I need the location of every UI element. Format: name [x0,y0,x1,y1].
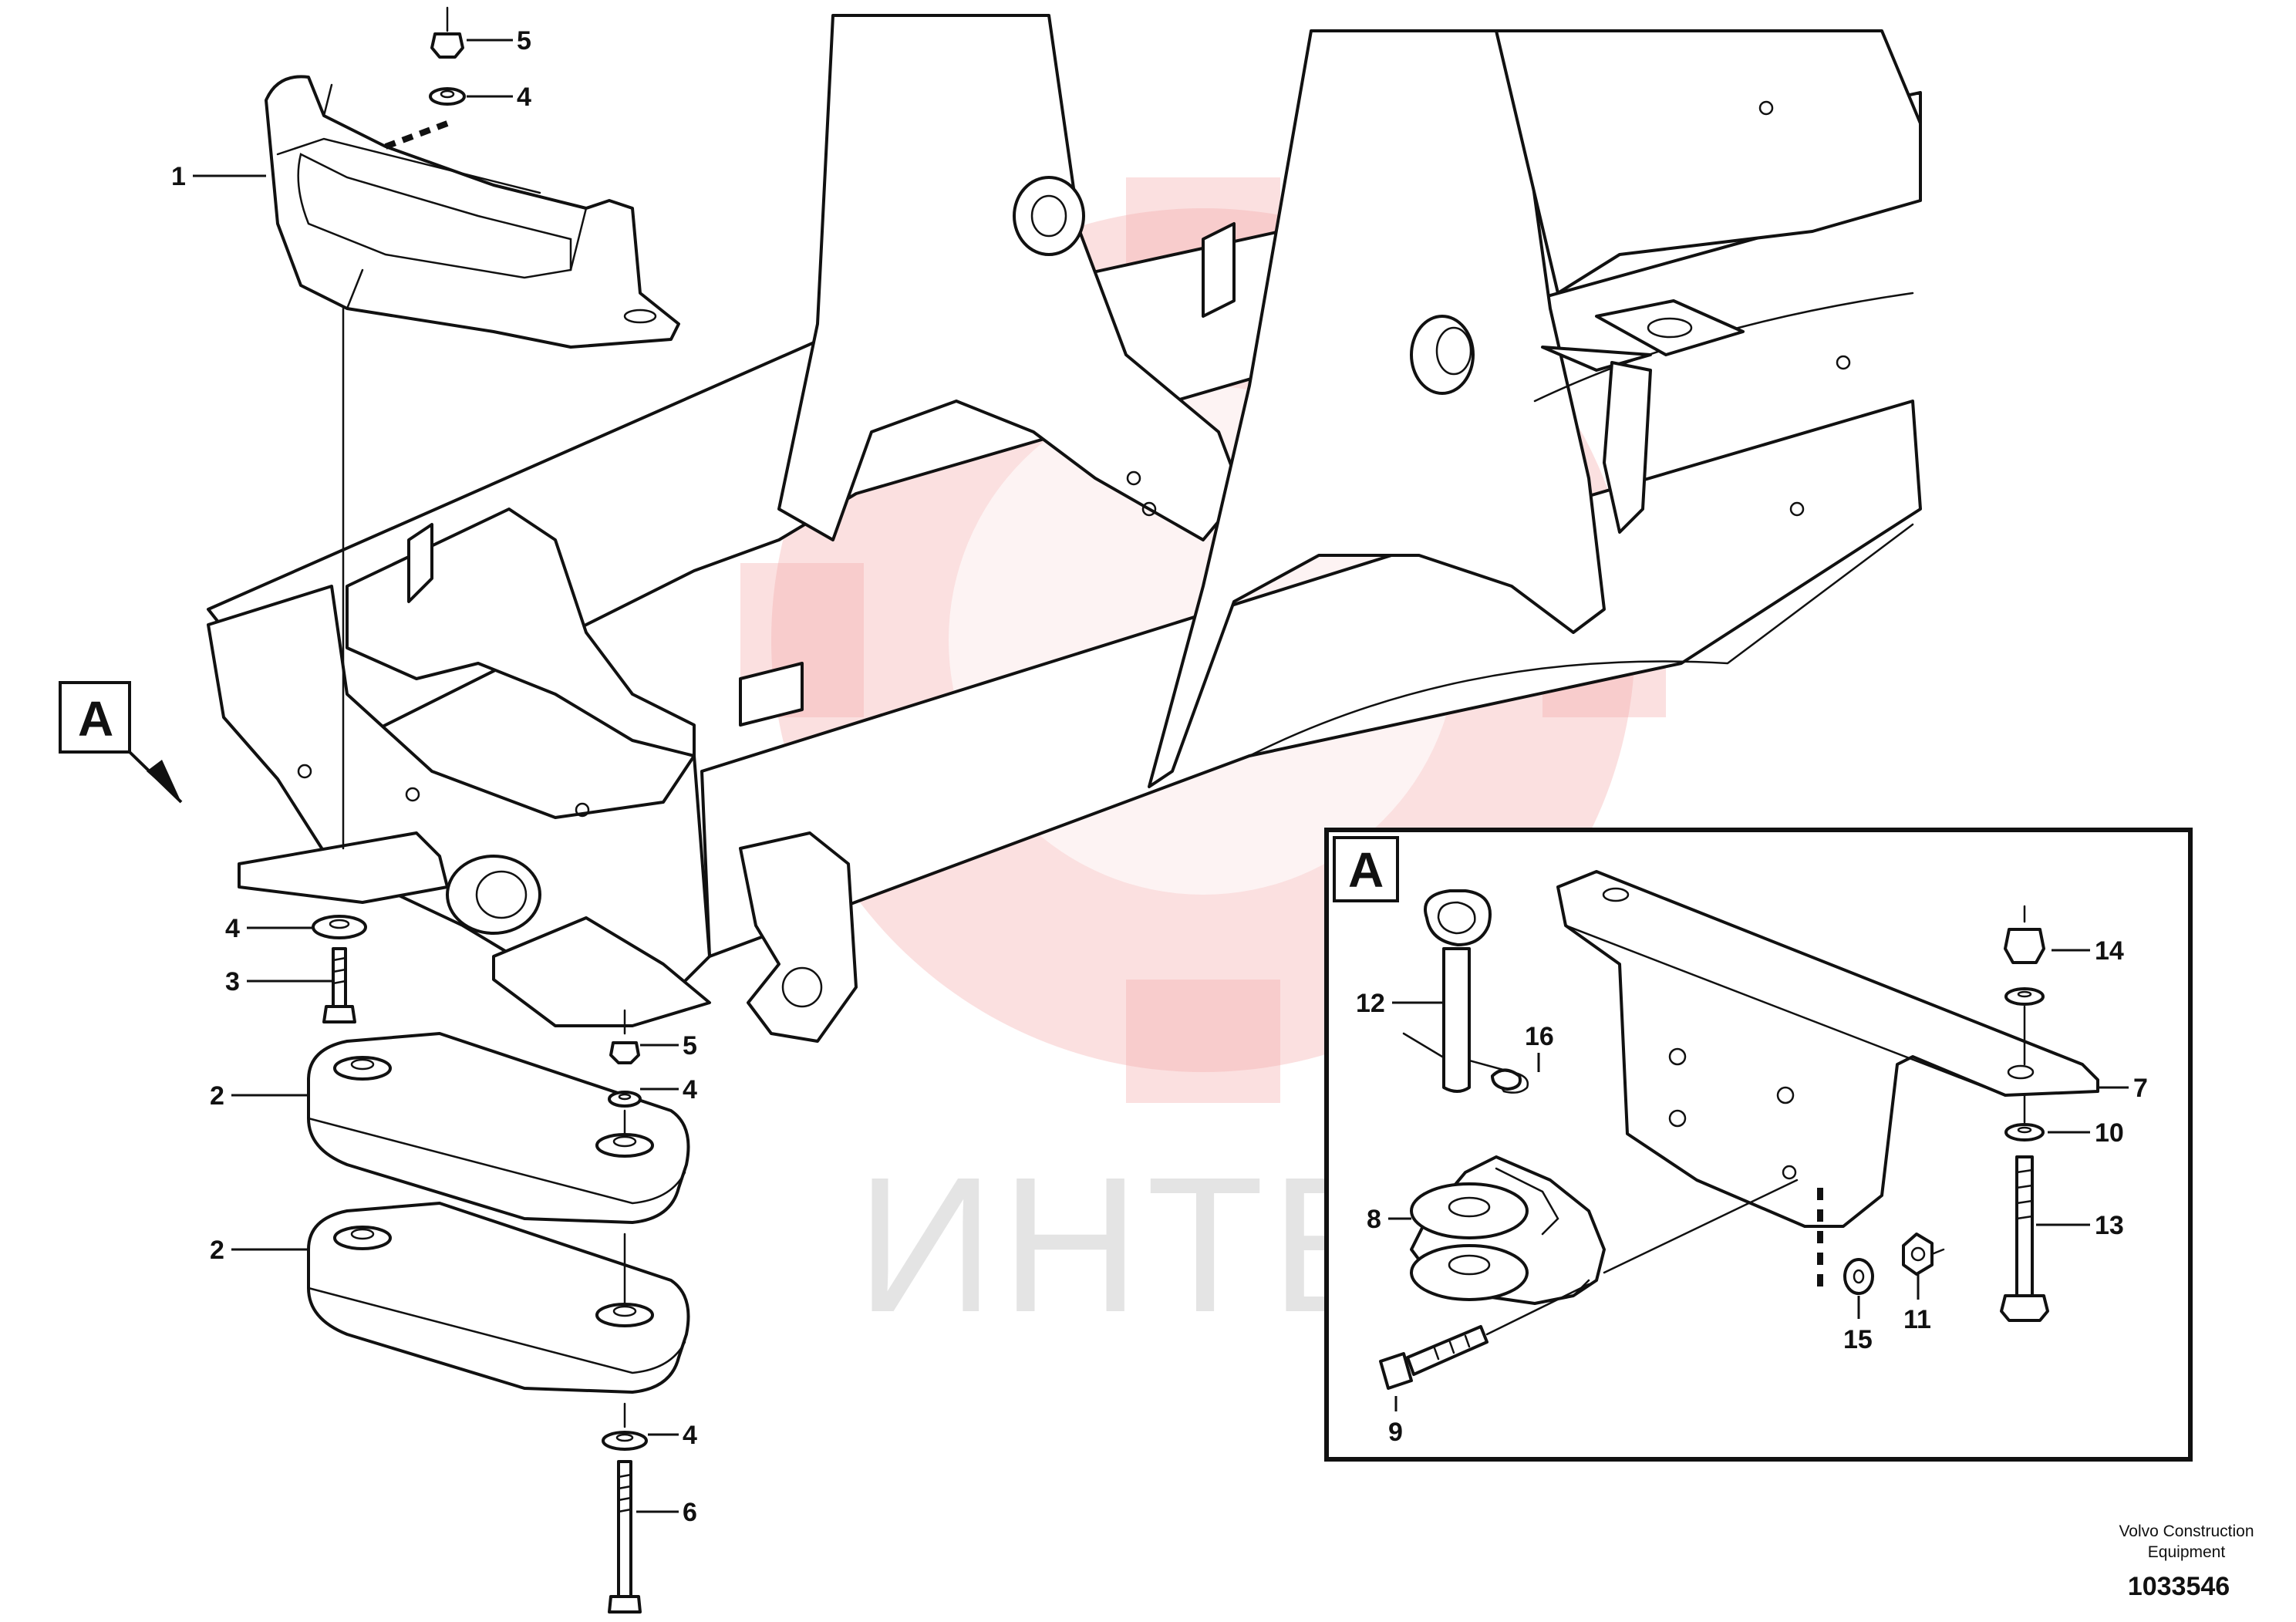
callout-leaders-main [193,39,679,1513]
part-13-flange-bolt [2000,1155,2049,1322]
fastener-stack-top [384,6,466,150]
view-marker-letter: A [78,691,113,747]
callout-1: 1 [171,162,186,191]
fastener-stack-center [608,1009,642,1305]
part-9-bolt [1379,1179,1799,1390]
callout-4-top: 4 [517,83,531,112]
part-12-hitch-pin [1402,889,1492,1093]
callout-4-center: 4 [683,1075,697,1104]
part-7-mounting-bracket [1556,870,2099,1228]
part-2-counterweight-block-lower [307,1202,690,1394]
callout-leaders-detail [1388,949,2129,1411]
callout-2-lower: 2 [210,1236,224,1265]
fastener-stack-bottom [602,1402,648,1614]
callout-9: 9 [1388,1418,1403,1447]
part-10-washer [2004,1094,2045,1141]
callout-7: 7 [2133,1074,2148,1103]
callout-13: 13 [2095,1211,2124,1240]
frame-bolt-holes [297,100,1851,818]
drawing-number: 1033546 [2128,1572,2230,1601]
fastener-stack-lower-left [312,915,367,1023]
callout-numbers-detail: 12 16 14 7 10 13 8 9 15 11 [1356,936,2148,1447]
callout-15: 15 [1843,1325,1873,1354]
callout-2-upper: 2 [210,1081,224,1111]
callout-10: 10 [2095,1118,2124,1148]
callout-5-center: 5 [683,1031,697,1061]
part-14-lock-nut [2004,905,2045,1066]
callout-14: 14 [2095,936,2124,966]
part-8-towing-coupling [1410,1155,1606,1305]
callout-8: 8 [1367,1205,1381,1234]
callout-4-bottom: 4 [683,1421,697,1450]
part-11-nut [1902,1233,1945,1276]
view-marker-a: A [59,681,183,804]
callout-12: 12 [1356,989,1385,1018]
main-frame-assembly [207,14,1922,1043]
detail-view-a: A [1324,828,2193,1462]
callout-16: 16 [1525,1022,1554,1051]
part-15-washer [1843,1258,1874,1295]
part-16-lock-clip [1468,1059,1529,1094]
footer-block: Volvo Construction Equipment 1033546 [2119,1523,2254,1601]
callout-6: 6 [683,1498,697,1527]
callout-5-top: 5 [517,26,531,56]
part-1-counterweight-cover [265,75,680,349]
brand-line-1: Volvo Construction [2119,1523,2254,1540]
callout-11: 11 [1903,1305,1931,1334]
callout-3: 3 [225,967,240,996]
callout-numbers-main: 1 5 4 4 3 2 2 5 4 4 6 [171,26,697,1527]
detail-view-title: A [1348,842,1384,898]
brand-line-2: Equipment [2148,1543,2226,1561]
part-2-counterweight-block-upper [307,1032,690,1224]
callout-4-left: 4 [225,914,240,943]
